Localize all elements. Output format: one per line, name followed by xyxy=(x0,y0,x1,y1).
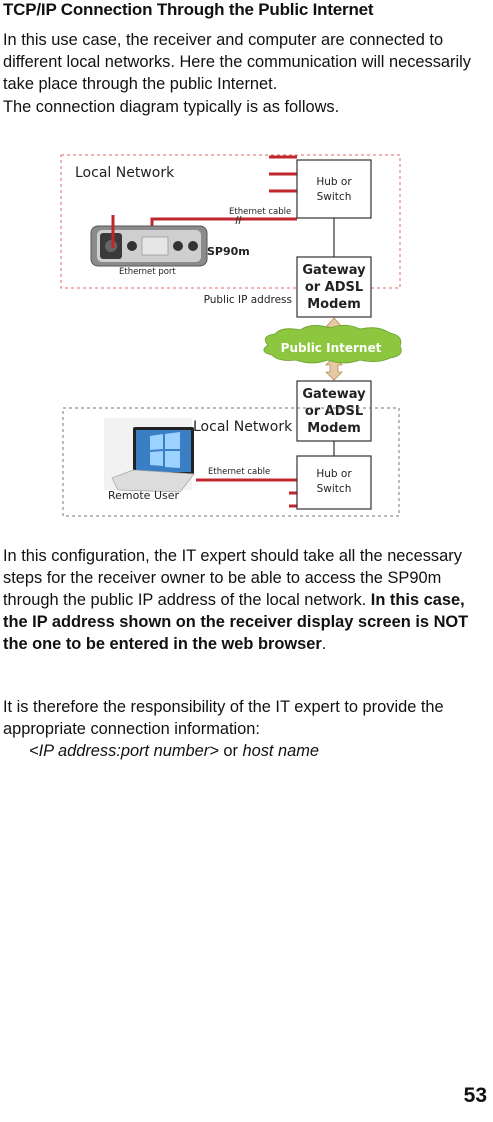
host-name-format: host name xyxy=(242,742,320,760)
remote-user-label: Remote User xyxy=(108,489,179,502)
top-gateway-label-2: or ADSL xyxy=(305,280,363,295)
ethernet-port-label: Ethernet port xyxy=(119,267,176,277)
page-number: 53 xyxy=(463,1084,487,1107)
bottom-hub-label-2: Switch xyxy=(317,483,352,495)
or-word: or xyxy=(218,742,243,760)
top-hub-label-1: Hub or xyxy=(316,176,352,188)
top-network-box xyxy=(60,154,401,289)
diagram-caption: The connection diagram typically is as f… xyxy=(3,98,340,116)
bottom-gateway-label-2: or ADSL xyxy=(305,404,363,419)
public-internet-label: Public Internet xyxy=(281,341,382,355)
bottom-local-network-label: Local Network xyxy=(193,419,293,435)
bottom-network-box xyxy=(62,407,400,517)
sp90m-device-image xyxy=(90,225,208,267)
public-internet-cloud: Public Internet xyxy=(263,324,402,364)
top-hub-box xyxy=(296,159,372,219)
bottom-hub-box xyxy=(296,455,372,510)
bottom-gateway-label-3: Modem xyxy=(307,421,361,436)
public-ip-label: Public IP address xyxy=(204,294,292,306)
connection-format: <IP address:port number> or host name xyxy=(29,740,319,762)
intro-paragraph: In this use case, the receiver and compu… xyxy=(3,31,471,93)
configuration-text: In this configuration, the IT expert sho… xyxy=(3,547,462,609)
section-heading: TCP/IP Connection Through the Public Int… xyxy=(3,0,374,19)
bottom-hub-label-1: Hub or xyxy=(316,468,352,480)
configuration-end: . xyxy=(321,635,327,653)
laptop-image xyxy=(104,418,195,493)
ip-port-format: <IP address:port number> xyxy=(29,742,219,760)
sp90m-label: SP90m xyxy=(207,245,250,258)
top-gateway-box xyxy=(296,256,372,318)
top-local-network-label: Local Network xyxy=(75,165,175,181)
configuration-paragraph: In this configuration, the IT expert sho… xyxy=(3,545,491,655)
top-hub-label-2: Switch xyxy=(317,191,352,203)
top-gateway-label-3: Modem xyxy=(307,297,361,312)
connection-diagram: Local Network Hub or Switch Ethernet cab… xyxy=(60,154,402,517)
configuration-warning: In this case, the IP address shown on th… xyxy=(3,591,469,653)
bottom-ethernet-cable-label: Ethernet cable xyxy=(208,467,270,477)
responsibility-paragraph: It is therefore the responsibility of th… xyxy=(3,698,444,738)
top-gateway-label-1: Gateway xyxy=(302,263,366,278)
bottom-gateway-label-1: Gateway xyxy=(302,387,366,402)
top-ethernet-cable-label: Ethernet cable xyxy=(229,207,291,217)
